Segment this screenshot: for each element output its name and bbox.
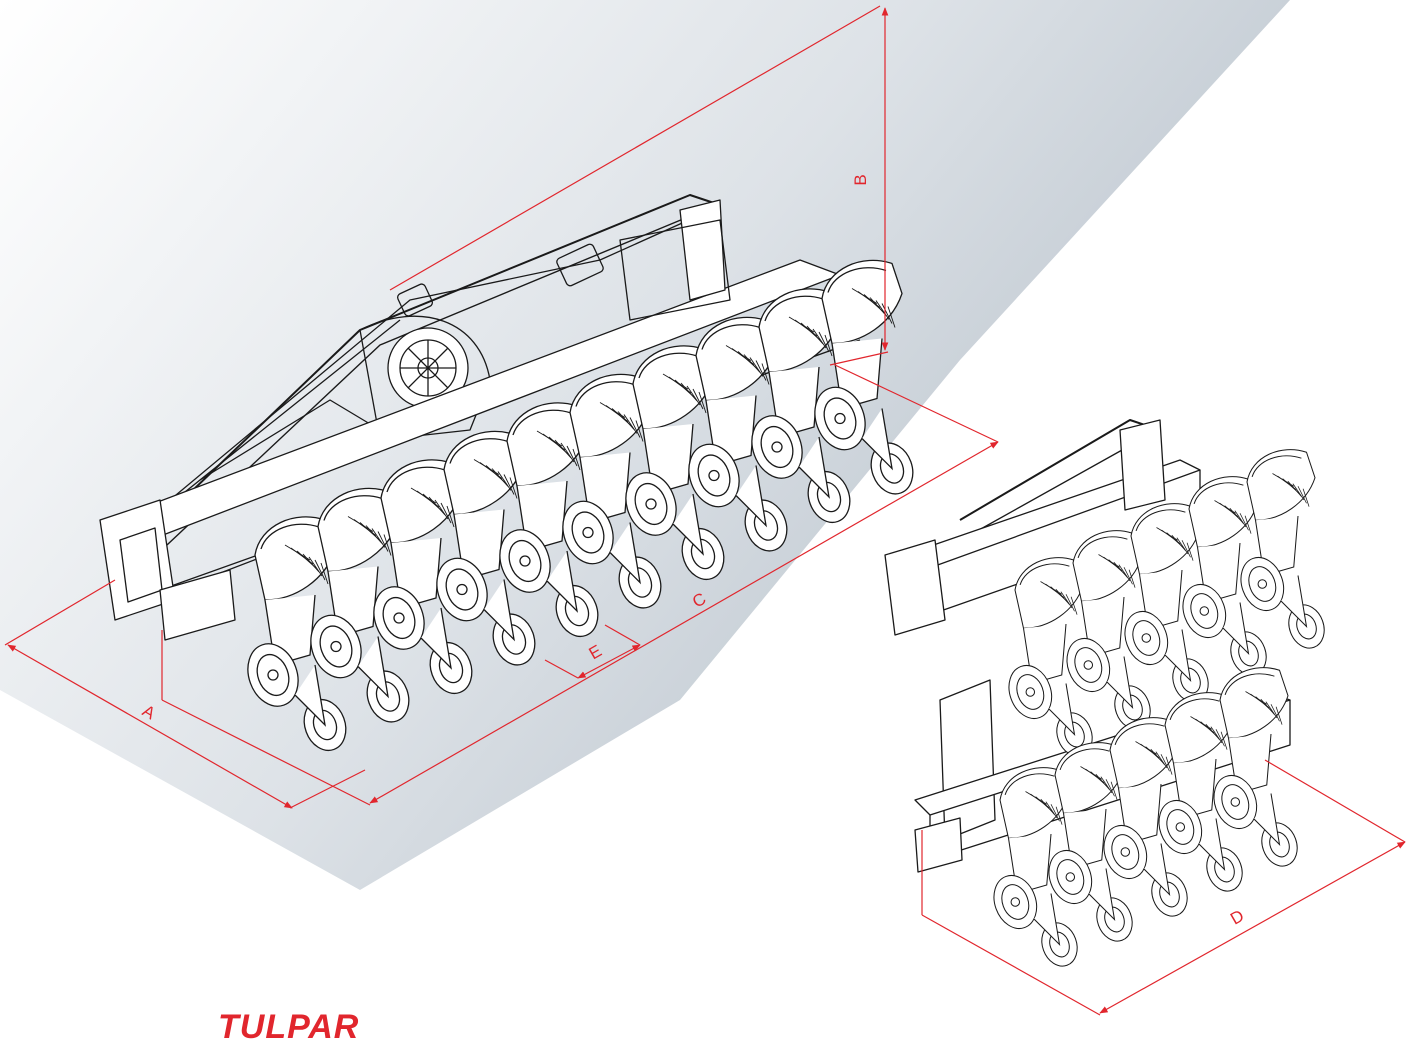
dimension-c-extension-right <box>834 364 999 443</box>
dimension-e-arrow <box>577 644 641 679</box>
dimension-label-b: B <box>851 174 870 185</box>
dimension-lines <box>4 5 1406 1016</box>
dimension-d-extension-right <box>1264 759 1406 843</box>
dimension-d-arrow <box>1099 841 1406 1014</box>
dimension-a-extension-right <box>289 769 366 809</box>
dimension-b-extension-top <box>389 5 881 291</box>
dimension-c-arrow <box>369 441 999 804</box>
row-unit <box>1240 449 1325 649</box>
dimension-label-d: D <box>1227 906 1247 929</box>
planter-dimension-diagram: B A C E D <box>0 0 1406 1016</box>
row-unit <box>1182 476 1267 676</box>
row-unit <box>1066 530 1151 730</box>
row-unit <box>1008 557 1093 757</box>
row-unit <box>1213 667 1298 867</box>
brand-logo: TULPAR <box>218 1008 360 1046</box>
dimension-c-extension-left-2 <box>161 699 371 806</box>
planter-extended <box>99 194 861 641</box>
row-unit <box>993 767 1078 967</box>
dimension-d-extension-left-2 <box>921 914 1101 1016</box>
dimension-e-extension-left <box>544 659 579 679</box>
dimension-e-extension-right <box>604 624 641 646</box>
dimension-a-extension-left <box>4 579 116 646</box>
row-unit <box>1124 503 1209 703</box>
dimension-a-arrow <box>7 644 293 809</box>
dimension-b-extension-bottom <box>829 351 889 366</box>
